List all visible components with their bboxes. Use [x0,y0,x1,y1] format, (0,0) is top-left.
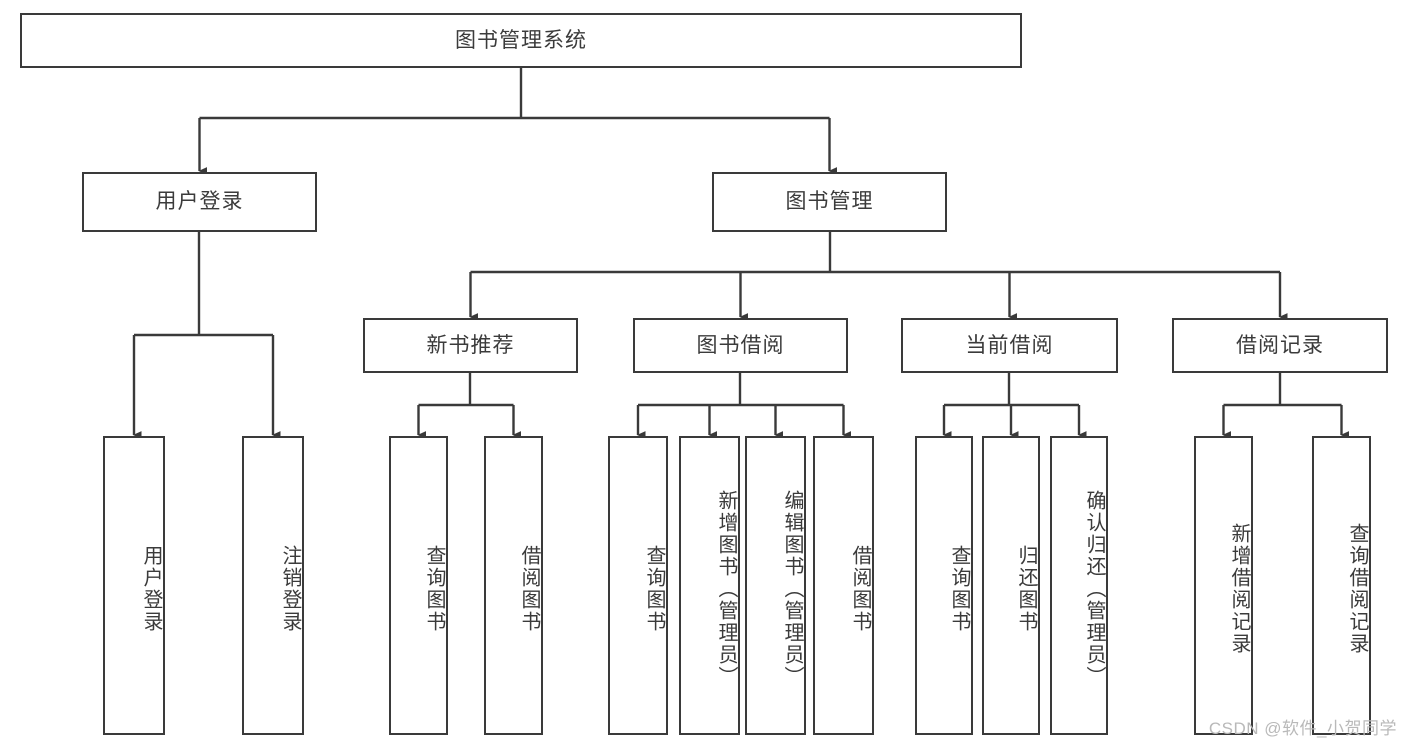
node-leaf-query-2[interactable]: 查询图书 [608,436,668,735]
node-label: 查询图书 [643,544,665,633]
node-label: 归还图书 [1015,544,1037,633]
node-label: 确认归还（管理员） [1083,489,1105,688]
node-label: 查询图书 [423,544,445,633]
node-new-book-rec[interactable]: 新书推荐 [363,318,578,373]
node-borrow-record[interactable]: 借阅记录 [1172,318,1388,373]
node-root[interactable]: 图书管理系统 [20,13,1022,68]
node-leaf-borrow-1[interactable]: 借阅图书 [484,436,543,735]
node-leaf-borrow-2[interactable]: 借阅图书 [813,436,874,735]
node-leaf-query-rec[interactable]: 查询借阅记录 [1312,436,1371,735]
node-label: 编辑图书（管理员） [781,489,803,688]
node-leaf-return[interactable]: 归还图书 [982,436,1040,735]
node-label: 注销登录 [279,544,301,633]
node-label: 新增借阅记录 [1228,522,1250,655]
node-label: 图书管理系统 [455,28,587,52]
node-current-borrow[interactable]: 当前借阅 [901,318,1118,373]
node-leaf-edit-book[interactable]: 编辑图书（管理员） [745,436,806,735]
node-leaf-logout[interactable]: 注销登录 [242,436,304,735]
node-label: 用户登录 [140,544,162,633]
node-label: 用户登录 [155,190,244,214]
node-label: 借阅图书 [849,544,871,633]
node-user-login[interactable]: 用户登录 [82,172,317,232]
node-label: 图书管理 [785,190,874,214]
node-label: 查询图书 [948,544,970,633]
node-leaf-query-3[interactable]: 查询图书 [915,436,973,735]
node-book-borrow[interactable]: 图书借阅 [633,318,848,373]
node-label: 当前借阅 [965,333,1054,357]
node-label: 图书借阅 [696,333,785,357]
node-label: 查询借阅记录 [1346,522,1368,655]
node-book-manage[interactable]: 图书管理 [712,172,947,232]
node-leaf-add-book[interactable]: 新增图书（管理员） [679,436,740,735]
node-label: 新增图书（管理员） [715,489,737,688]
node-label: 借阅图书 [518,544,540,633]
node-leaf-add-record[interactable]: 新增借阅记录 [1194,436,1253,735]
csdn-watermark: CSDN @软件_小贺同学 [1208,719,1397,738]
node-leaf-query-1[interactable]: 查询图书 [389,436,448,735]
node-leaf-confirm-ret[interactable]: 确认归还（管理员） [1050,436,1108,735]
node-leaf-user-login[interactable]: 用户登录 [103,436,165,735]
node-label: 新书推荐 [426,333,515,357]
node-label: 借阅记录 [1236,333,1324,357]
